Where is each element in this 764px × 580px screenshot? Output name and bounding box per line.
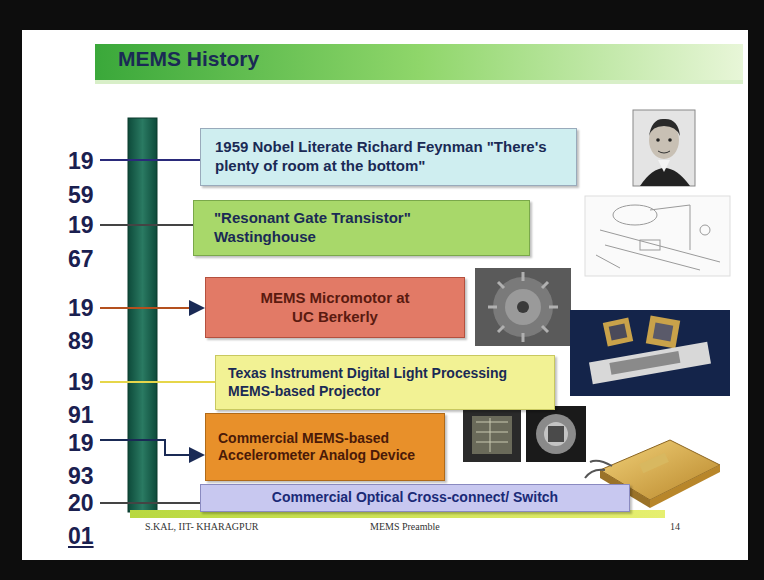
year-label: 93 [68, 463, 94, 490]
event-text: Commercial Optical Cross-connect/ Switch [272, 489, 558, 507]
year-label: 20 [68, 490, 94, 517]
dlp-chip-photo [570, 310, 730, 396]
footer-author: S.KAL, IIT- KHARAGPUR [145, 521, 259, 532]
slide-title: MEMS History [118, 47, 259, 71]
year-label: 59 [68, 182, 94, 209]
leader-line [100, 381, 215, 383]
year-label: 19 [68, 430, 94, 457]
event-text: 1959 Nobel Literate Richard Feynman "The… [215, 138, 562, 176]
event-box: Commercial MEMS-based Accelerometer Anal… [205, 413, 445, 481]
circuit-sketch [585, 196, 730, 276]
event-box: 1959 Nobel Literate Richard Feynman "The… [200, 128, 577, 186]
event-box: MEMS Micromotor at UC Berkerly [205, 277, 465, 338]
year-label: 19 [68, 295, 94, 322]
accelerometer-photo [463, 406, 586, 462]
year-label: 19 [68, 148, 94, 175]
leader-line [100, 159, 200, 161]
title-band [95, 44, 743, 80]
footer-topic: MEMS Preamble [370, 521, 440, 532]
event-box: "Resonant Gate Transistor" Wastinghouse [193, 200, 530, 256]
year-label: 19 [68, 369, 94, 396]
leader-line [100, 502, 200, 504]
year-label: 67 [68, 246, 94, 273]
event-text: "Resonant Gate Transistor" Wastinghouse [214, 209, 509, 247]
event-text: MEMS Micromotor at UC Berkerly [250, 289, 420, 327]
event-box: Texas Instrument Digital Light Processin… [215, 355, 555, 410]
portrait-photo [633, 110, 695, 186]
timeline-bar [128, 118, 157, 512]
page-number: 14 [670, 521, 680, 532]
year-label: 01 [68, 523, 94, 550]
micromotor-image [475, 268, 571, 346]
event-text: Texas Instrument Digital Light Processin… [228, 365, 542, 400]
year-label: 19 [68, 212, 94, 239]
leader-line [100, 440, 203, 455]
event-text: Commercial MEMS-based Accelerometer Anal… [218, 430, 432, 465]
leader-line [100, 224, 193, 226]
year-label: 89 [68, 328, 94, 355]
leader-line [100, 307, 203, 309]
title-band-edge [95, 80, 743, 84]
year-label: 91 [68, 402, 94, 429]
event-box: Commercial Optical Cross-connect/ Switch [200, 484, 630, 512]
